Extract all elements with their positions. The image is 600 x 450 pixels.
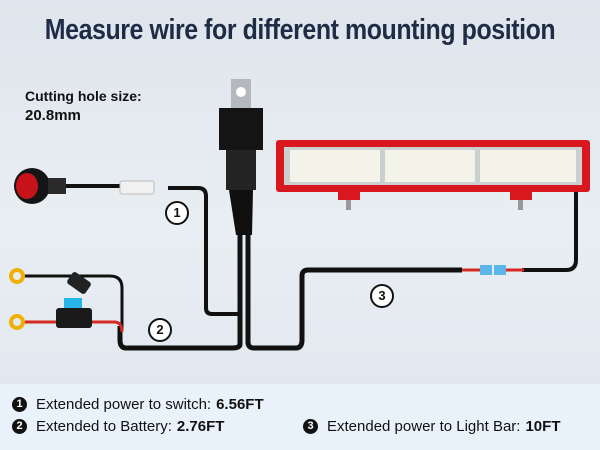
ring-terminal-icon bbox=[9, 268, 25, 284]
bullet-connector-icon bbox=[494, 265, 506, 275]
legend-text: Extended power to Light Bar: bbox=[327, 418, 521, 435]
wiring-diagram bbox=[9, 79, 590, 351]
legend-item-1: 1 Extended power to switch: 6.56FT bbox=[12, 396, 264, 413]
marker-2: 2 bbox=[148, 318, 172, 342]
legend-value: 6.56FT bbox=[216, 396, 264, 413]
legend-item-2: 2 Extended to Battery: 2.76FT bbox=[12, 418, 224, 435]
legend-number: 2 bbox=[12, 419, 27, 434]
cutting-hole-label: Cutting hole size: bbox=[25, 88, 142, 104]
wires bbox=[22, 184, 578, 351]
legend-text: Extended power to switch: bbox=[36, 396, 212, 413]
legend-number: 1 bbox=[12, 397, 27, 412]
red-wire bbox=[22, 320, 124, 333]
ring-terminal-icon bbox=[9, 314, 25, 330]
cutting-hole-value: 20.8mm bbox=[25, 107, 81, 124]
led-light-bar-icon bbox=[276, 140, 590, 210]
rocker-switch-icon bbox=[14, 168, 66, 204]
legend-number: 3 bbox=[303, 419, 318, 434]
legend-value: 2.76FT bbox=[176, 418, 225, 435]
page-title: Measure wire for different mounting posi… bbox=[44, 14, 556, 46]
legend-value: 10FT bbox=[525, 418, 561, 435]
legend-text: Extended to Battery: bbox=[36, 418, 172, 435]
legend: 1 Extended power to switch: 6.56FT 2 Ext… bbox=[0, 384, 600, 450]
marker-1: 1 bbox=[165, 201, 189, 225]
bullet-connector-icon bbox=[480, 265, 492, 275]
marker-3: 3 bbox=[370, 284, 394, 308]
relay-icon bbox=[219, 79, 263, 235]
legend-item-3: 3 Extended power to Light Bar: 10FT bbox=[303, 418, 560, 435]
fuse-holder-icon bbox=[56, 272, 92, 328]
wire-connector-icon bbox=[119, 180, 155, 195]
cutting-hole-info: Cutting hole size: 20.8mm bbox=[25, 86, 142, 126]
